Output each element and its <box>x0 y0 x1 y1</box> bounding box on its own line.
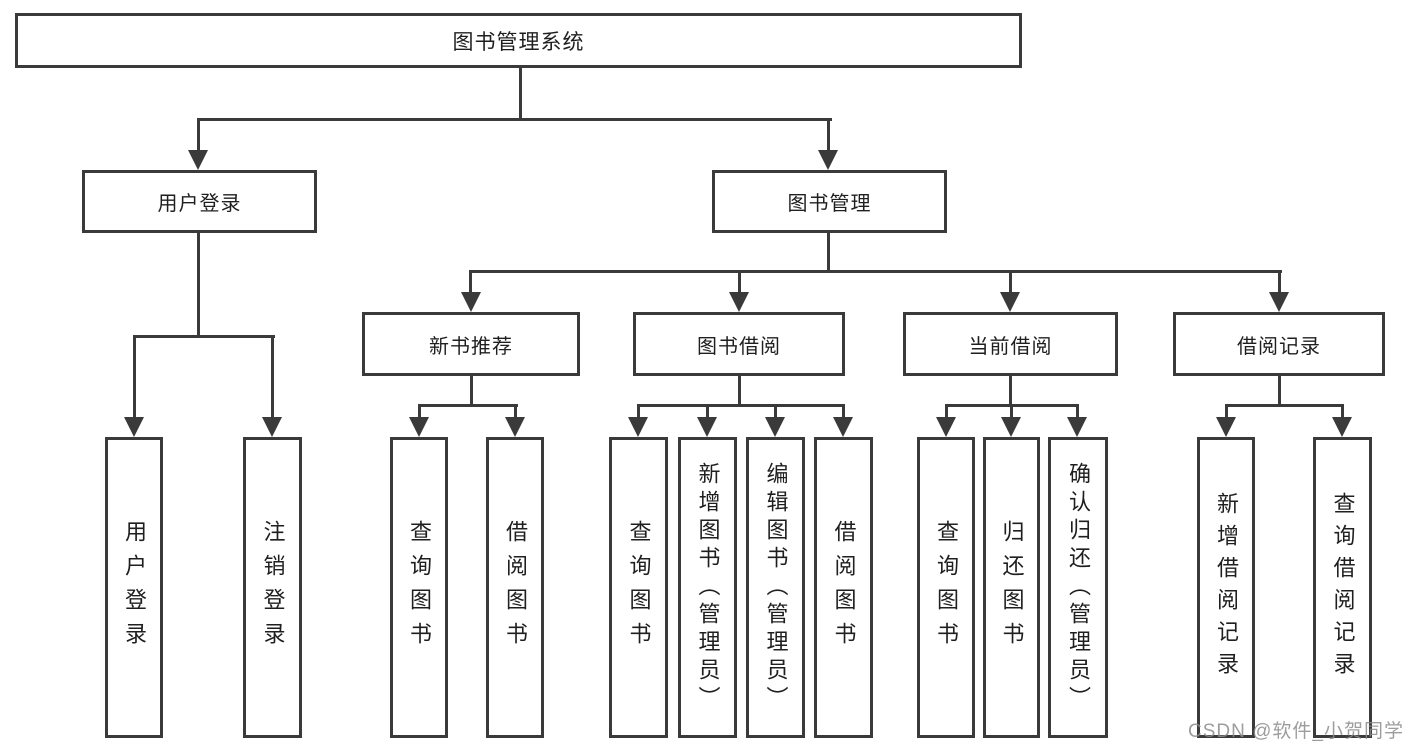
leaf-query-borrow-record: 查询借阅记录 <box>1313 437 1372 738</box>
leaf-confirm-return-admin: 确认归还（管理员） <box>1048 437 1108 738</box>
node-new-book-recommendation: 新书推荐 <box>362 312 580 376</box>
arrow-down-icon <box>628 417 648 437</box>
arrow-down-icon <box>765 417 785 437</box>
node-label: 借阅图书 <box>503 519 528 656</box>
node-label: 注销登录 <box>260 519 286 656</box>
node-label: 编辑图书（管理员） <box>763 461 789 714</box>
connector-drop-section <box>1278 270 1281 292</box>
leaf-query-books-2: 查询图书 <box>609 437 668 738</box>
node-library-system: 图书管理系统 <box>15 13 1022 68</box>
connector-drop-leaf <box>1076 404 1079 419</box>
csdn-watermark: CSDN @软件_小贺同学 <box>1188 721 1404 742</box>
connector-book-management-stem <box>827 233 830 273</box>
node-label: 借阅图书 <box>831 519 857 656</box>
leaf-add-book-admin: 新增图书（管理员） <box>678 437 737 738</box>
connector-section-stem <box>738 376 741 407</box>
leaf-return-book: 归还图书 <box>983 437 1040 738</box>
connector-section-rail <box>418 404 518 407</box>
arrow-down-icon <box>936 417 956 437</box>
connector-drop-user-login <box>197 118 200 152</box>
node-label: 图书借阅 <box>697 335 781 358</box>
connector-drop-leaf <box>1010 404 1013 419</box>
node-user-login: 用户登录 <box>82 170 317 233</box>
connector-drop-leaf <box>706 404 709 419</box>
arrow-down-icon <box>505 417 525 437</box>
leaf-borrow-books: 借阅图书 <box>486 437 544 738</box>
node-borrowing-records: 借阅记录 <box>1173 312 1385 376</box>
connector-root-stem <box>519 68 522 118</box>
connector-section-rail <box>1225 404 1344 407</box>
connector-drop-leaf <box>774 404 777 419</box>
node-book-borrowing: 图书借阅 <box>633 312 845 376</box>
arrow-down-icon <box>262 417 282 437</box>
node-label: 用户登录 <box>122 519 147 656</box>
arrow-down-icon <box>1216 417 1236 437</box>
connector-drop-leaf <box>1225 404 1228 419</box>
arrow-down-icon <box>188 150 208 170</box>
connector-drop-leaf <box>271 335 274 417</box>
arrow-down-icon <box>697 417 717 437</box>
connector-section-stem <box>470 376 473 407</box>
arrow-down-icon <box>124 417 144 437</box>
node-label: 查询图书 <box>407 519 432 656</box>
connector-drop-leaf <box>514 404 517 419</box>
connector-drop-leaf <box>1341 404 1344 419</box>
connector-drop-section <box>469 270 472 292</box>
node-label: 查询图书 <box>934 519 959 656</box>
arrow-down-icon <box>1067 417 1087 437</box>
node-label: 归还图书 <box>999 519 1025 656</box>
connector-section-stem <box>1009 376 1012 407</box>
leaf-query-books-3: 查询图书 <box>917 437 975 738</box>
node-label: 确认归还（管理员） <box>1066 461 1091 714</box>
arrow-down-icon <box>729 292 749 312</box>
connector-drop-leaf <box>133 335 136 417</box>
node-label: 当前借阅 <box>968 335 1053 358</box>
connector-user-login-stem <box>197 233 200 336</box>
node-label: 新增图书（管理员） <box>695 461 721 714</box>
node-book-management: 图书管理 <box>712 170 947 233</box>
node-label: 借阅记录 <box>1237 335 1321 358</box>
connector-drop-book-management <box>827 118 830 152</box>
leaf-add-borrow-record: 新增借阅记录 <box>1197 437 1255 738</box>
node-label: 新增借阅记录 <box>1214 491 1239 684</box>
arrow-down-icon <box>409 417 429 437</box>
node-label: 查询借阅记录 <box>1330 491 1356 684</box>
arrow-down-icon <box>833 417 853 437</box>
connector-user-login-rail <box>133 335 275 338</box>
leaf-query-books: 查询图书 <box>390 437 448 738</box>
connector-drop-section <box>1009 270 1012 292</box>
leaf-user-login: 用户登录 <box>105 437 163 738</box>
node-label: 图书管理 <box>787 193 872 215</box>
arrow-down-icon <box>1001 417 1021 437</box>
arrow-down-icon <box>1000 292 1020 312</box>
connector-section-stem <box>1278 376 1281 407</box>
node-current-borrowing: 当前借阅 <box>903 312 1118 376</box>
connector-root-rail <box>197 118 832 121</box>
arrow-down-icon <box>461 292 481 312</box>
leaf-borrow-books-2: 借阅图书 <box>814 437 873 738</box>
node-label: 用户登录 <box>157 193 242 215</box>
connector-drop-section <box>738 270 741 292</box>
arrow-down-icon <box>1332 417 1352 437</box>
arrow-down-icon <box>1269 292 1289 312</box>
connector-section-rail <box>637 404 845 407</box>
connector-drop-leaf <box>842 404 845 419</box>
connector-book-management-rail <box>469 270 1282 273</box>
connector-drop-leaf <box>418 404 421 419</box>
node-label: 新书推荐 <box>429 335 513 358</box>
leaf-logout: 注销登录 <box>243 437 302 738</box>
node-label: 查询图书 <box>626 519 652 656</box>
connector-drop-leaf <box>945 404 948 419</box>
node-label: 图书管理系统 <box>452 30 585 54</box>
arrow-down-icon <box>818 150 838 170</box>
connector-drop-leaf <box>637 404 640 419</box>
leaf-edit-book-admin: 编辑图书（管理员） <box>746 437 805 738</box>
